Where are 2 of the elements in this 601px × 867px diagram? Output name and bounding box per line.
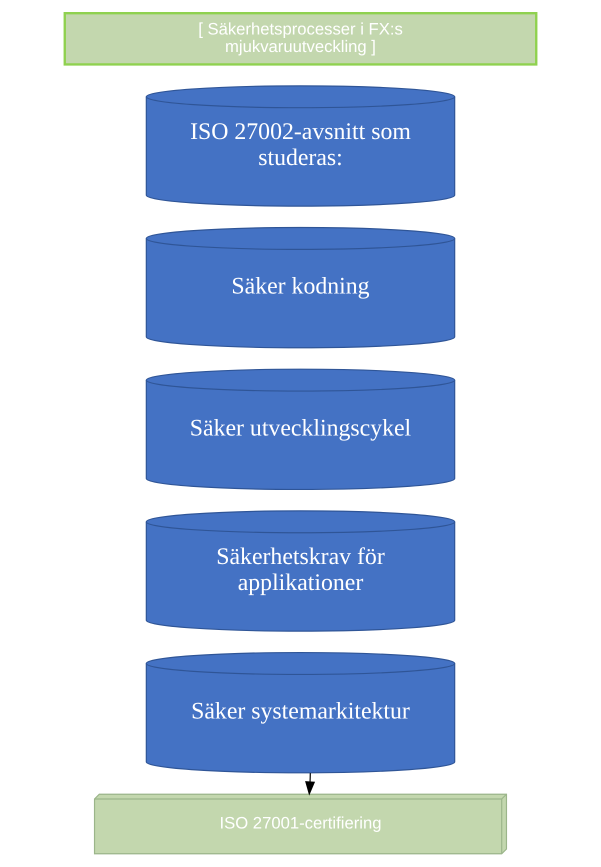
node-box: [ Säkerhetsprocesser i FX:s mjukvaruutveckling ] <box>64 12 538 66</box>
arrow <box>305 773 316 796</box>
